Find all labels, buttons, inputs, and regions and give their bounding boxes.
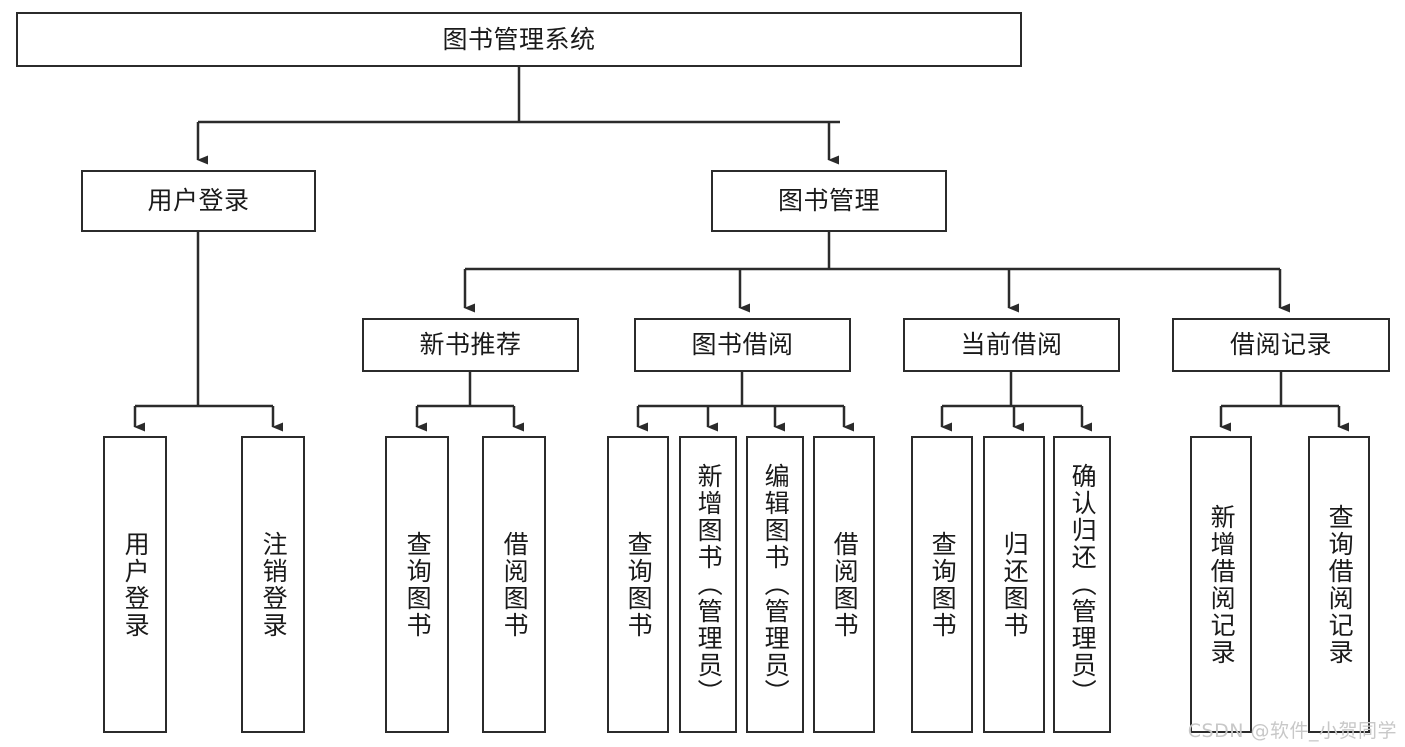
node-user-login-label: 用户登录 [147,186,250,216]
node-borrow-record-label: 借阅记录 [1229,330,1332,360]
node-new-book-recommend-label: 新书推荐 [419,330,522,360]
node-book-borrow-label: 图书借阅 [691,330,794,360]
node-user-login[interactable]: 用户登录 [81,170,316,232]
node-leaf-borrow-book-1-label: 借阅图书 [500,530,530,639]
node-leaf-borrow-book-2-label: 借阅图书 [830,530,860,639]
node-leaf-user-login-label: 用户登录 [121,530,151,639]
node-leaf-query-book-2-label: 查询图书 [624,530,654,639]
node-new-book-recommend[interactable]: 新书推荐 [362,318,579,372]
node-leaf-add-record[interactable]: 新增借阅记录 [1190,436,1252,733]
node-book-borrow[interactable]: 图书借阅 [634,318,851,372]
node-leaf-borrow-book-2[interactable]: 借阅图书 [813,436,875,733]
node-leaf-return-book-label: 归还图书 [1000,530,1030,639]
node-leaf-query-book-3-label: 查询图书 [928,530,958,639]
node-leaf-user-logout-label: 注销登录 [259,530,289,639]
node-leaf-user-login[interactable]: 用户登录 [103,436,167,733]
node-leaf-query-book-1-label: 查询图书 [403,530,433,639]
node-root[interactable]: 图书管理系统 [16,12,1022,67]
node-leaf-query-record-label: 查询借阅记录 [1325,503,1355,666]
csdn-watermark: CSDN @软件_小贺同学 [1187,720,1397,742]
node-leaf-confirm-return[interactable]: 确认归还（管理员） [1053,436,1111,733]
node-leaf-query-book-1[interactable]: 查询图书 [385,436,449,733]
node-leaf-return-book[interactable]: 归还图书 [983,436,1045,733]
node-leaf-query-book-3[interactable]: 查询图书 [911,436,973,733]
node-leaf-borrow-book-1[interactable]: 借阅图书 [482,436,546,733]
node-leaf-add-book-label: 新增图书（管理员） [694,463,724,706]
node-book-manage[interactable]: 图书管理 [711,170,947,232]
node-current-borrow[interactable]: 当前借阅 [903,318,1120,372]
node-leaf-add-book[interactable]: 新增图书（管理员） [679,436,737,733]
node-leaf-user-logout[interactable]: 注销登录 [241,436,305,733]
node-current-borrow-label: 当前借阅 [960,330,1063,360]
node-leaf-confirm-return-label: 确认归还（管理员） [1068,463,1098,706]
node-leaf-add-record-label: 新增借阅记录 [1207,503,1237,666]
node-leaf-query-book-2[interactable]: 查询图书 [607,436,669,733]
node-leaf-query-record[interactable]: 查询借阅记录 [1308,436,1370,733]
node-root-label: 图书管理系统 [442,24,596,54]
node-leaf-edit-book-label: 编辑图书（管理员） [761,463,791,706]
node-leaf-edit-book[interactable]: 编辑图书（管理员） [746,436,804,733]
node-borrow-record[interactable]: 借阅记录 [1172,318,1390,372]
node-book-manage-label: 图书管理 [777,186,880,216]
